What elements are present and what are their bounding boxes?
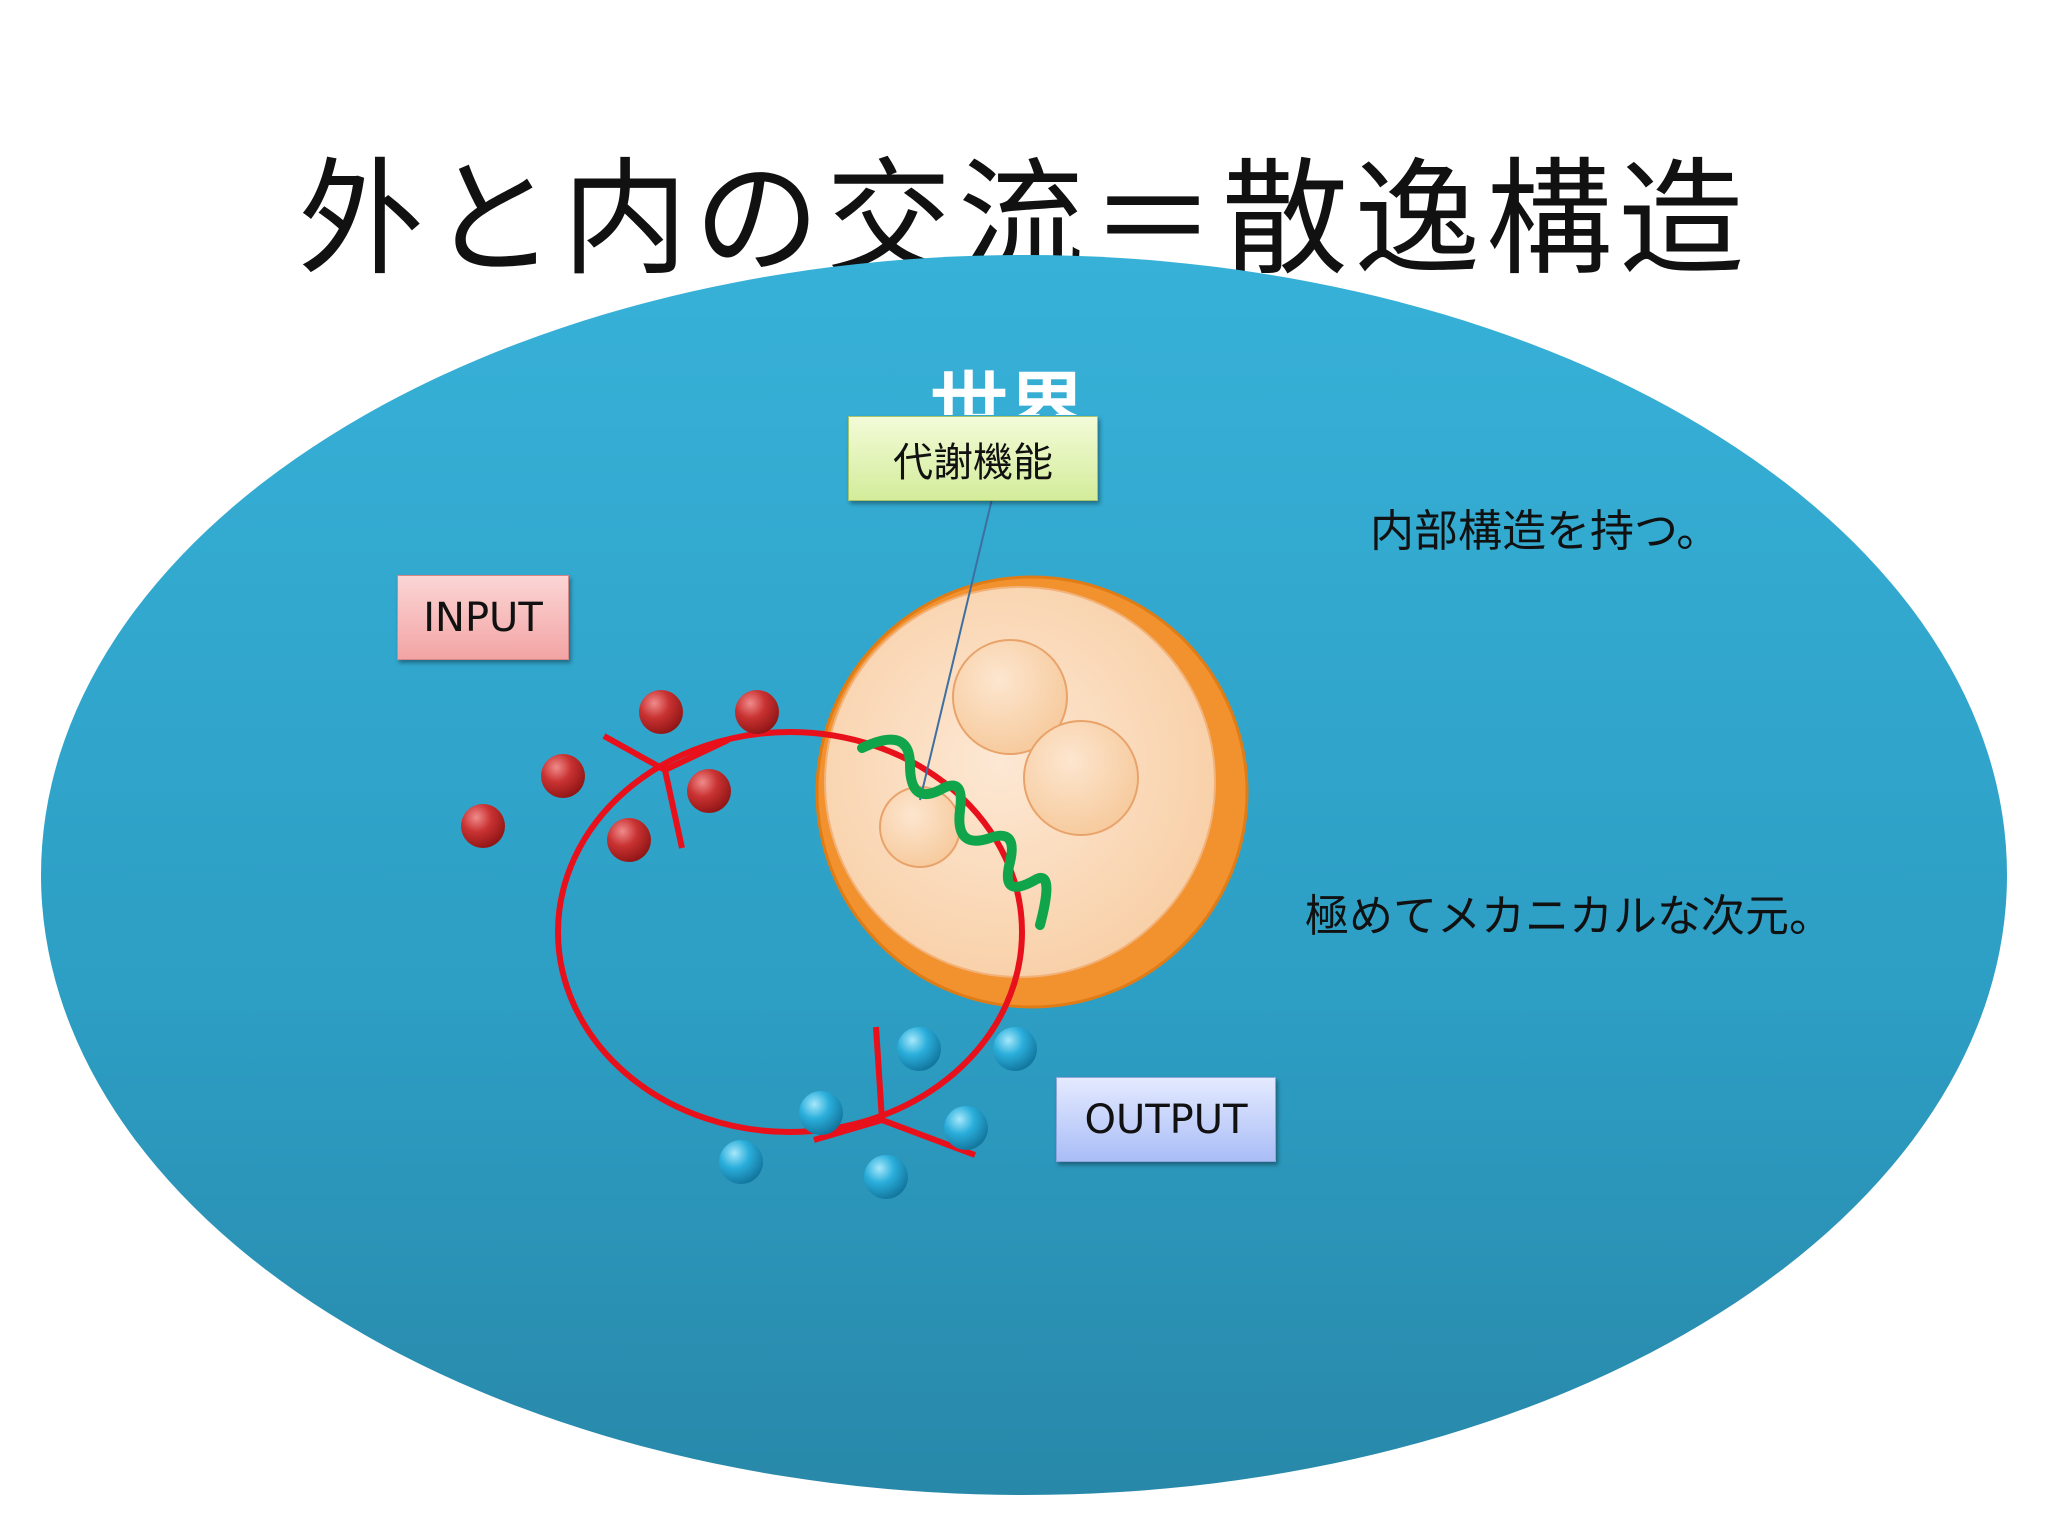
output-particle: [944, 1106, 988, 1150]
input-particle: [607, 818, 651, 862]
input-particle: [541, 754, 585, 798]
cell-cytoplasm: [824, 586, 1216, 978]
cell: [815, 575, 1249, 1009]
world-label: 世界: [930, 365, 1087, 415]
output-particle: [897, 1027, 941, 1071]
metabolism-pointer-line: [919, 498, 993, 801]
release-arrow: [813, 1026, 977, 1158]
output-particles: [719, 1027, 1037, 1199]
output-particle: [864, 1155, 908, 1199]
metabolism-box: 代謝機能: [848, 416, 1098, 501]
output-particle: [799, 1091, 843, 1135]
output-particle: [719, 1140, 763, 1184]
note-internal-structure: 内部構造を持つ。: [1370, 506, 1721, 557]
output-box: OUTPUT: [1056, 1077, 1276, 1162]
organelle: [1023, 720, 1139, 836]
input-particles: [461, 690, 779, 862]
input-particle: [735, 690, 779, 734]
output-particle: [993, 1027, 1037, 1071]
input-box: INPUT: [397, 575, 569, 660]
intake-arrow: [602, 733, 730, 849]
metabolic-cycle: [555, 729, 1025, 1158]
organelle: [952, 639, 1068, 755]
input-particle: [639, 690, 683, 734]
input-particle: [687, 769, 731, 813]
metabolism-wave: [857, 734, 1052, 930]
input-particle: [461, 804, 505, 848]
cycle-loop: [555, 729, 1025, 1135]
note-mechanical-dimension: 極めてメカニカルな次元。: [1305, 891, 1833, 942]
